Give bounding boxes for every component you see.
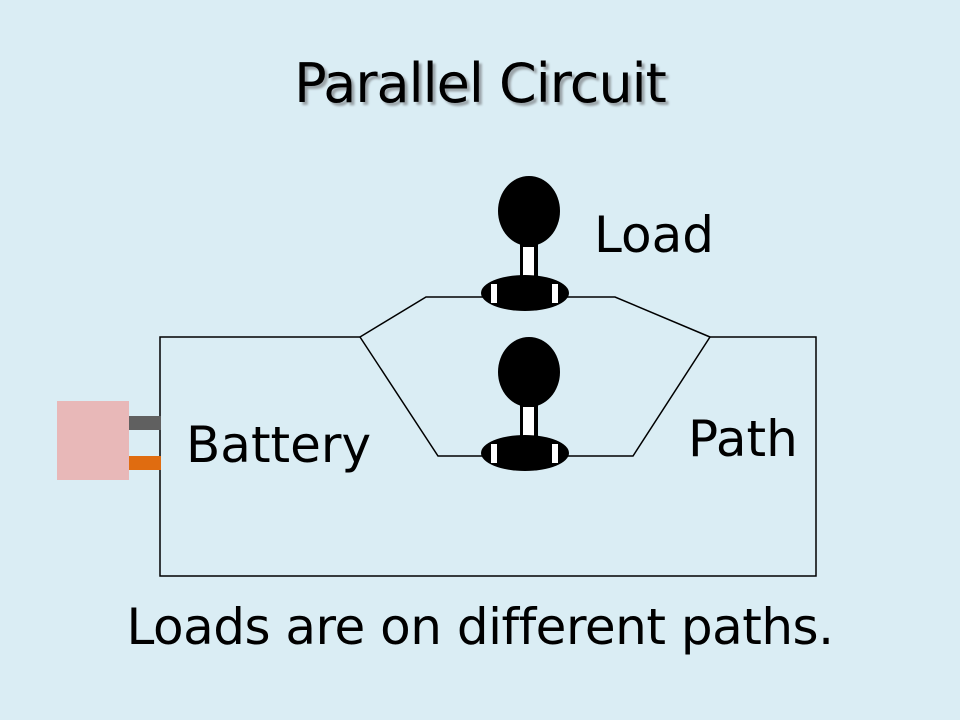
path-label: Path <box>688 410 798 468</box>
battery-icon <box>57 401 161 480</box>
load-label: Load <box>594 206 714 264</box>
battery-label: Battery <box>186 416 372 474</box>
slide-title: Parallel Circuit <box>294 52 667 115</box>
battery-negative-terminal <box>129 416 161 430</box>
lower-bulb-icon <box>481 337 569 471</box>
slide-caption: Loads are on different paths. <box>126 598 834 656</box>
upper-bulb-icon <box>481 176 569 311</box>
main-wire <box>159 336 817 577</box>
battery-positive-terminal <box>129 456 161 470</box>
